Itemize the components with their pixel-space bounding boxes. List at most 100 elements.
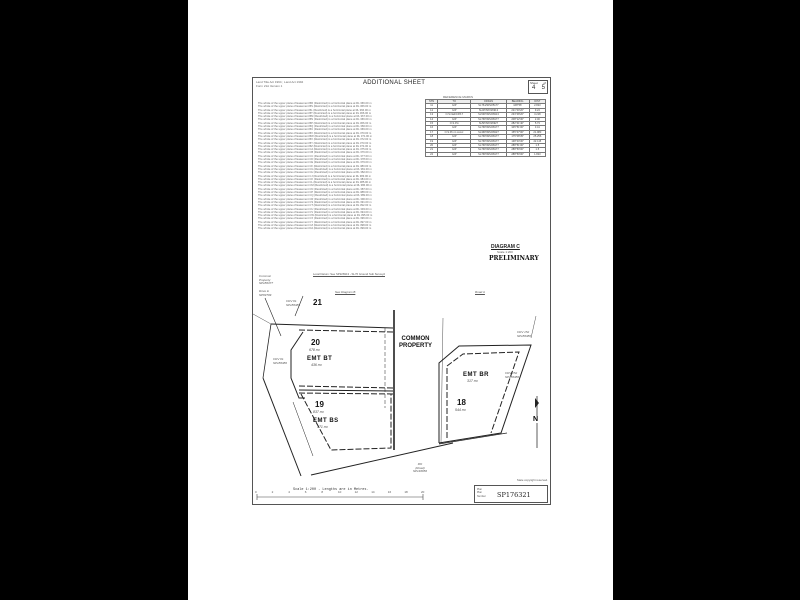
cdv-left-label: CDV 61 SP186380	[273, 357, 288, 365]
easement-line: The whole of the upper plane of Easement…	[258, 174, 371, 178]
easement-line: The whole of the upper plane of Easement…	[258, 102, 372, 105]
lot-20-easement: EMT BT	[307, 356, 333, 362]
easement-line: The whole of the upper plane of Easement…	[258, 111, 372, 115]
easement-line: The whole of the upper plane of Easement…	[258, 191, 372, 195]
easement-line: The whole of the upper plane of Easement…	[258, 187, 372, 191]
easement-line: The whole of the upper plane of Easement…	[258, 115, 372, 119]
sheet-title: ADDITIONAL SHEET	[363, 80, 426, 86]
easement-line: The whole of the upper plane of Easement…	[258, 177, 372, 181]
easement-line: The whole of the upper plane of Easement…	[258, 154, 372, 158]
north-label: N	[533, 416, 539, 423]
lot-19-easement: EMT BS	[313, 418, 339, 424]
copyright-note: State copyright reserved.	[516, 478, 548, 482]
north-arrow-icon	[535, 398, 539, 408]
easement-line: The whole of the upper plane of Easement…	[258, 164, 372, 168]
sheet-number-box: Sheet of 4 5	[528, 80, 548, 94]
easement-line: The whole of the upper plane of Easement…	[258, 204, 372, 208]
easement-line: The whole of the upper plane of Easement…	[258, 144, 372, 148]
survey-plan-sheet: Land Title Act 1994 ; Land Act 1994 Form…	[252, 77, 551, 505]
easement-line: The whole of the upper plane of Easement…	[258, 118, 372, 122]
datum-note: Local Datum: See SP226913 - SL76 Ground …	[313, 272, 385, 276]
easement-list: The whole of the upper plane of Easement…	[258, 102, 372, 231]
cdv-right-label: CDV 152 SP186380	[505, 371, 520, 379]
easement-line: The whole of the upper plane of Easement…	[258, 200, 372, 204]
easement-line: The whole of the upper plane of Easement…	[258, 171, 372, 175]
drive-label: Drive & SP83799	[259, 289, 272, 297]
scale-tick-label: 20	[421, 490, 425, 494]
easement-line: The whole of the upper plane of Easement…	[258, 138, 372, 142]
easement-line: The whole of the upper plane of Easement…	[258, 125, 372, 129]
lot-18-easement-area: 317 m²	[467, 379, 478, 383]
easement-line: The whole of the upper plane of Easement…	[258, 197, 372, 201]
easement-line: The whole of the upper plane of Easement…	[258, 105, 372, 109]
easement-line: The whole of the upper plane of Easement…	[258, 161, 372, 165]
easement-line: The whole of the upper plane of Easement…	[258, 227, 372, 231]
lot-18-number: 18	[457, 398, 466, 407]
easement-line: The whole of the upper plane of Easement…	[258, 167, 372, 171]
easement-line: The whole of the upper plane of Easement…	[258, 141, 372, 145]
easement-line: The whole of the upper plane of Easement…	[258, 134, 373, 138]
scale-title: Scale 1:200 - Lengths are in Metres.	[293, 488, 369, 492]
scale-tick-label: 0	[255, 490, 257, 494]
diagram-scale: Scale 1:200	[497, 250, 513, 254]
easement-line: The whole of the upper plane of Easement…	[258, 220, 372, 224]
easement-line: The whole of the upper plane of Easement…	[258, 223, 372, 227]
easement-line: The whole of the upper plane of Easement…	[258, 181, 372, 185]
easement-line: The whole of the upper plane of Easement…	[258, 151, 372, 155]
easement-line: The whole of the upper plane of Easement…	[258, 108, 371, 112]
cdv-top-label: CDV 61 SP186380	[286, 299, 301, 307]
scale-tick-label: 6	[304, 490, 307, 494]
plan-number-box: Plan Plan Number SP176321	[474, 485, 548, 503]
lot-20-number: 20	[311, 338, 320, 347]
lot-20-area: 678 m²	[309, 348, 320, 352]
easement-line: The whole of the upper plane of Easement…	[258, 148, 372, 152]
scale-tick-label: 12	[354, 490, 358, 494]
easement-line: The whole of the upper plane of Easement…	[258, 121, 372, 125]
road-reserve-label: RO (Road) SP146656	[413, 462, 428, 473]
easement-line: The whole of the upper plane of Easement…	[258, 207, 372, 211]
scale-tick-label: 10	[338, 490, 342, 494]
lot-boundary-drawing	[253, 295, 539, 500]
easement-line: The whole of the upper plane of Easement…	[258, 128, 372, 132]
easement-line: The whole of the upper plane of Easement…	[258, 131, 372, 135]
road-label: Road A	[475, 290, 485, 294]
reference-marks-title: REFERENCE MARKS	[443, 95, 474, 99]
scale-tick-label: 8	[321, 490, 324, 494]
lot-18-area: 544 m²	[455, 408, 466, 412]
scale-tick-label: 4	[288, 490, 290, 494]
lot-19-number: 19	[315, 400, 324, 409]
easement-line: The whole of the upper plane of Easement…	[258, 214, 373, 218]
easement-line: The whole of the upper plane of Easement…	[258, 158, 372, 162]
easement-line: The whole of the upper plane of Easement…	[258, 210, 372, 214]
scale-tick-label: 2	[271, 490, 274, 494]
easement-line: The whole of the upper plane of Easement…	[258, 194, 372, 198]
scale-tick-label: 14	[371, 490, 375, 494]
scale-tick-label: 16	[387, 490, 392, 494]
common-property-left-label: Common Property SP186377	[259, 274, 274, 285]
plan-number: SP176321	[497, 491, 531, 499]
lot-19-easement-area: 371 m²	[317, 425, 328, 429]
easement-line: The whole of the upper plane of Easement…	[258, 217, 372, 221]
see-diagram-label: See Diagram B	[335, 290, 356, 294]
preliminary-stamp: PRELIMINARY	[489, 255, 539, 262]
lot-18-easement: EMT BR	[463, 372, 489, 378]
scale-tick-label: 18	[404, 490, 408, 494]
lot-19-area: 837 m²	[313, 410, 324, 414]
lot-21-number: 21	[313, 298, 322, 307]
lot-20-easement-area: 436 m²	[311, 363, 322, 367]
act-reference: Land Title Act 1994 ; Land Act 1994 Form…	[256, 80, 304, 88]
easement-line: The whole of the upper plane of Easement…	[258, 184, 372, 188]
